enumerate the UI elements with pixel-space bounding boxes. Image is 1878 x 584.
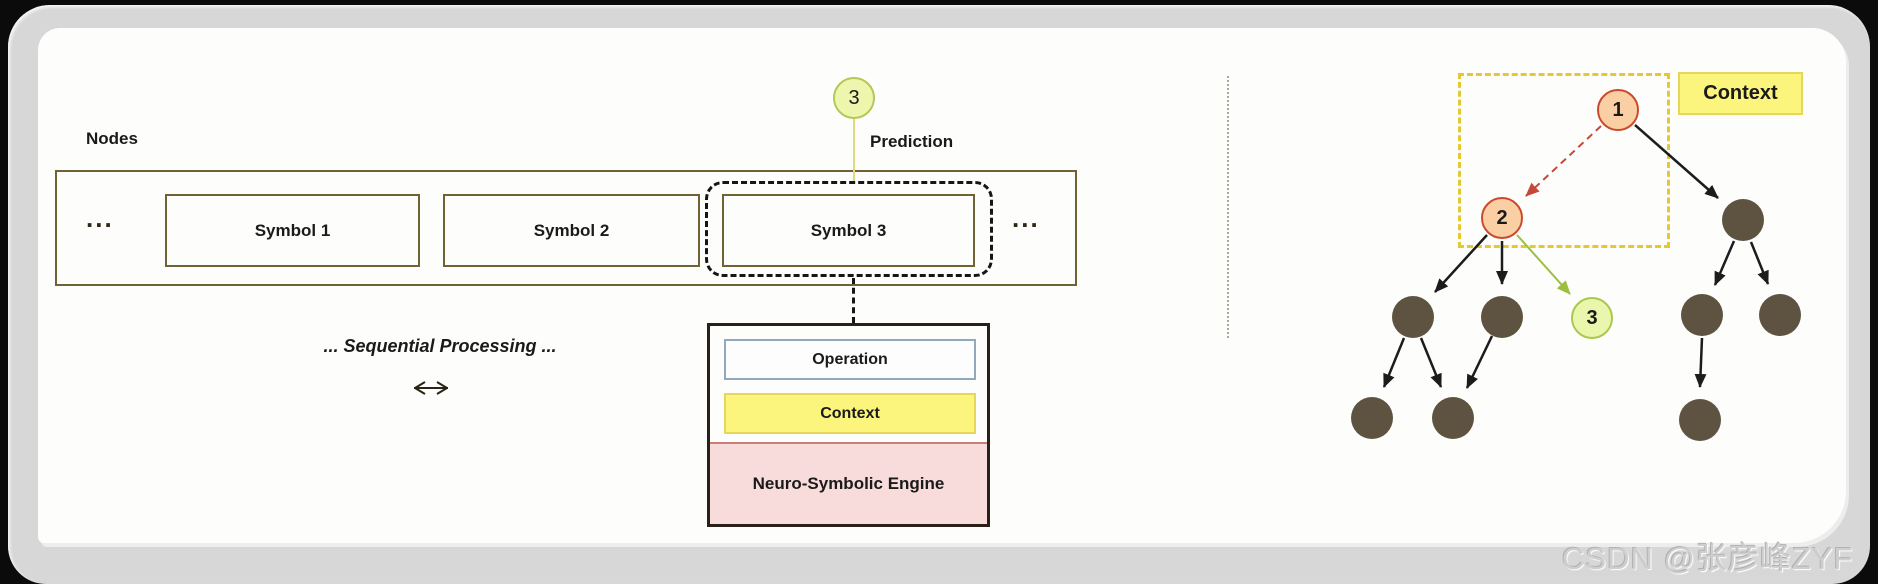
- prediction-badge-circle: 3: [833, 77, 875, 119]
- ellipsis-left: ...: [86, 203, 114, 233]
- tree-node-unlabeled: [1351, 397, 1393, 439]
- tree-node-1: 1: [1597, 89, 1639, 131]
- symbol-3-highlight-dashed-box: [705, 181, 993, 277]
- engine-connector-dashed-line: [852, 278, 855, 323]
- symbol-2-label: Symbol 2: [533, 220, 610, 240]
- tree-node-2: 2: [1481, 197, 1523, 239]
- tree-node-unlabeled: [1722, 199, 1764, 241]
- tree-node-unlabeled: [1432, 397, 1474, 439]
- ellipsis-right: ...: [1012, 203, 1040, 233]
- bidirectional-arrow-icon: [414, 381, 448, 395]
- tree-node-unlabeled: [1679, 399, 1721, 441]
- prediction-label: Prediction: [870, 132, 954, 151]
- nodes-container-box: [55, 170, 1077, 286]
- badge-connector-line: [853, 119, 855, 181]
- operation-box: Operation: [724, 339, 976, 380]
- context-label-box: Context: [1678, 72, 1803, 115]
- symbol-2-box: Symbol 2: [443, 194, 700, 267]
- tree-node-3-label: 3: [1586, 306, 1598, 329]
- tree-node-unlabeled: [1392, 296, 1434, 338]
- engine-title: Neuro-Symbolic Engine: [752, 474, 945, 493]
- section-divider-dotted: [1227, 76, 1229, 338]
- engine-context-label: Context: [820, 404, 880, 422]
- operation-label: Operation: [812, 350, 888, 368]
- prediction-badge-number: 3: [848, 86, 860, 109]
- engine-context-box: Context: [724, 393, 976, 434]
- symbol-1-label: Symbol 1: [254, 220, 331, 240]
- neuro-symbolic-engine-box: Operation Context Neuro-Symbolic Engine: [707, 323, 990, 527]
- tree-node-2-label: 2: [1496, 206, 1508, 229]
- tree-node-unlabeled: [1759, 294, 1801, 336]
- tree-node-1-label: 1: [1612, 98, 1624, 121]
- symbol-3-box: Symbol 3: [722, 194, 975, 267]
- sequential-processing-caption: ... Sequential Processing ...: [323, 336, 557, 356]
- symbol-3-label: Symbol 3: [810, 220, 887, 240]
- symbol-1-box: Symbol 1: [165, 194, 420, 267]
- nodes-title: Nodes: [86, 129, 138, 148]
- engine-title-band: Neuro-Symbolic Engine: [710, 442, 987, 524]
- tree-node-unlabeled: [1481, 296, 1523, 338]
- tree-node-3-prediction: 3: [1571, 297, 1613, 339]
- context-label: Context: [1703, 82, 1778, 104]
- csdn-watermark: CSDN @张彦峰ZYF: [1562, 541, 1854, 576]
- tree-node-unlabeled: [1681, 294, 1723, 336]
